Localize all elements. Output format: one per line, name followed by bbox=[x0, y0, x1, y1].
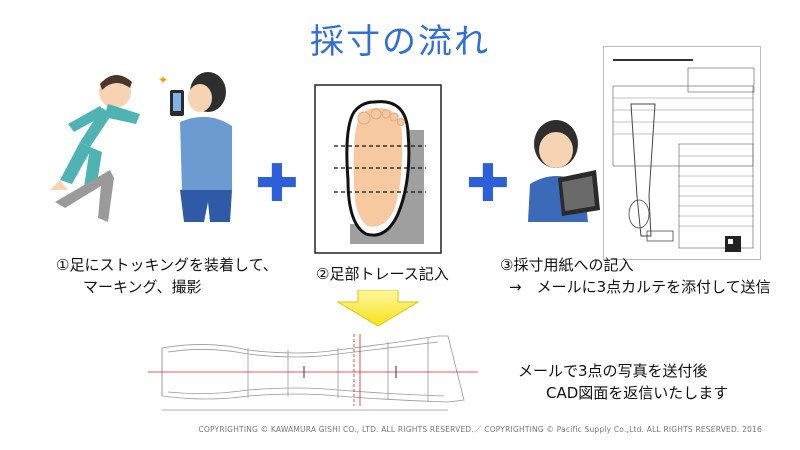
cad-message-line-2: CAD図面を返信いたします bbox=[546, 384, 729, 402]
step-3-caption: ③採寸用紙への記入 → メールに3点カルテを添付して送信 bbox=[491, 254, 771, 298]
step-2-caption: ②足部トレース記入 bbox=[316, 265, 449, 283]
step-1-caption: ①足にストッキングを装着して、 マーキング、撮影 bbox=[56, 254, 278, 298]
cad-reply-message: メールで3点の写真を送付後 CAD図面を返信いたします bbox=[518, 360, 728, 404]
down-arrow-icon bbox=[336, 290, 420, 326]
step-1-line-2: マーキング、撮影 bbox=[83, 278, 202, 296]
step-1-line-1: ①足にストッキングを装着して、 bbox=[56, 256, 278, 274]
page-title: 採寸の流れ bbox=[310, 22, 490, 62]
measurement-form-document bbox=[603, 46, 761, 260]
step-3-line-2: → メールに3点カルテを添付して送信 bbox=[509, 278, 771, 296]
copyright-notice: COPYRIGHTING © KAWAMURA GISHI CO., LTD. … bbox=[198, 425, 762, 434]
photographing-illustration: ✦ bbox=[50, 72, 232, 222]
tablet-user-illustration bbox=[528, 120, 600, 222]
cad-message-line-1: メールで3点の写真を送付後 bbox=[518, 362, 708, 380]
step-3-line-1: ③採寸用紙への記入 bbox=[500, 256, 634, 274]
plus-icon: ✚ bbox=[255, 154, 299, 214]
foot-trace-illustration bbox=[314, 84, 442, 254]
svg-text:✦: ✦ bbox=[158, 73, 168, 87]
plus-icon: ✚ bbox=[466, 154, 510, 214]
cad-drawing bbox=[148, 334, 478, 411]
